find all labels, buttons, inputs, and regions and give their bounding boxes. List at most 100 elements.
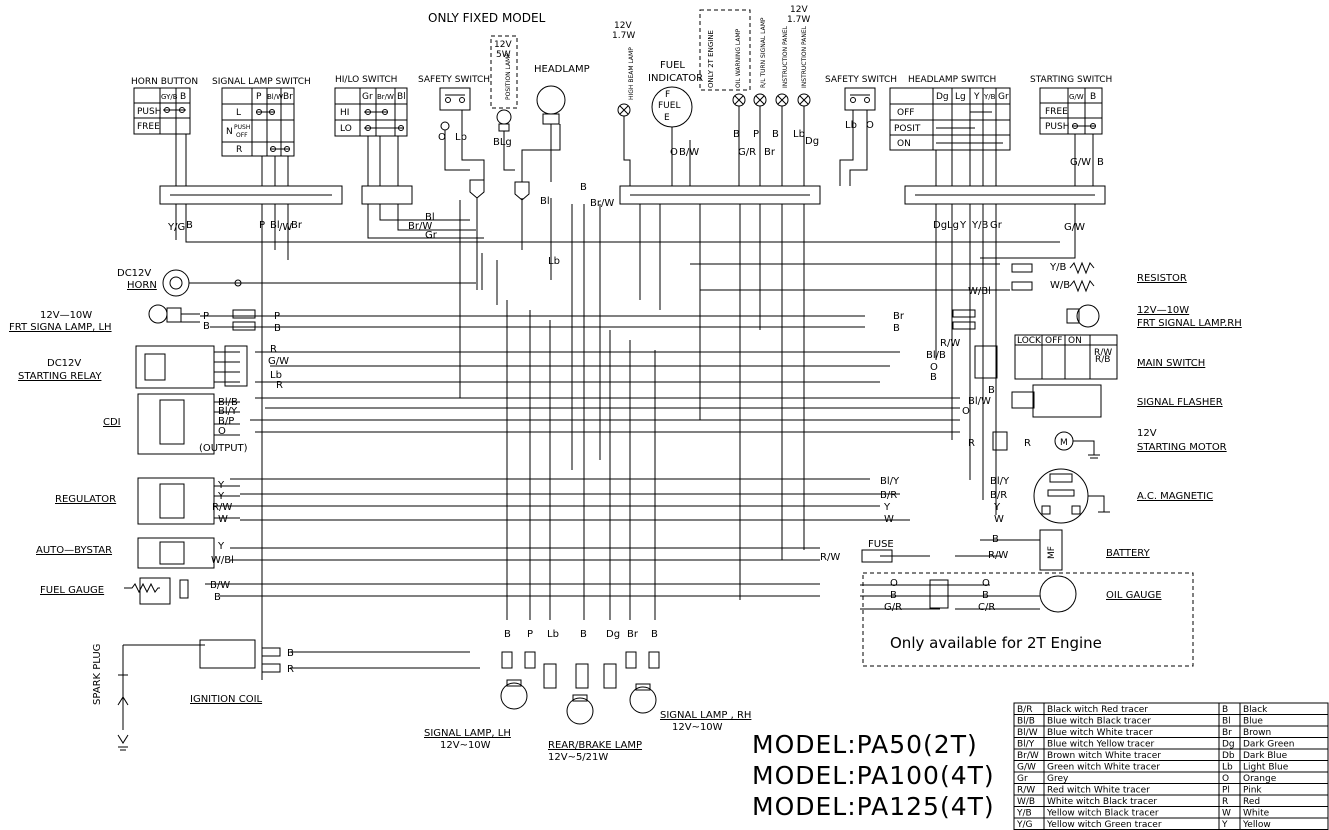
legend-code: Bl bbox=[1222, 717, 1231, 727]
svg-text:R: R bbox=[1024, 438, 1031, 449]
svg-text:Dg: Dg bbox=[936, 92, 949, 102]
svg-text:12V—10W: 12V—10W bbox=[1137, 305, 1189, 316]
svg-text:P: P bbox=[256, 92, 262, 102]
svg-text:B: B bbox=[504, 629, 511, 640]
svg-text:B: B bbox=[992, 534, 999, 545]
svg-text:R/L TURN SIGNAL LAMP: R/L TURN SIGNAL LAMP bbox=[760, 17, 767, 88]
svg-text:GY/B: GY/B bbox=[161, 93, 178, 101]
svg-text:B/R: B/R bbox=[880, 490, 897, 501]
svg-text:Lg: Lg bbox=[955, 92, 966, 102]
svg-text:Bl/B: Bl/B bbox=[218, 397, 238, 408]
svg-text:B: B bbox=[180, 92, 186, 102]
svg-text:FRT SIGNAL LAMP.RH: FRT SIGNAL LAMP.RH bbox=[1137, 318, 1242, 329]
legend-color: Brown bbox=[1243, 728, 1271, 738]
resistor: RESISTOR Y/B W/B W/Bl bbox=[968, 261, 1187, 297]
svg-text:12V~10W: 12V~10W bbox=[672, 722, 723, 733]
svg-text:HIGH BEAM LAMP: HIGH BEAM LAMP bbox=[628, 47, 635, 100]
fuel-indicator: FUEL INDICATOR FUEL F E O B/W bbox=[648, 60, 703, 158]
high-beam-lamp: 12V 1.7W HIGH BEAM LAMP bbox=[612, 21, 635, 117]
svg-text:R: R bbox=[236, 145, 242, 155]
legend-code: G/W bbox=[1017, 763, 1036, 773]
svg-text:STARTING RELAY: STARTING RELAY bbox=[18, 371, 102, 382]
svg-text:Br/W: Br/W bbox=[408, 221, 432, 232]
svg-text:RESISTOR: RESISTOR bbox=[1137, 273, 1187, 284]
svg-text:R/W: R/W bbox=[820, 552, 840, 563]
svg-text:B/P: B/P bbox=[218, 416, 234, 427]
horn-button-switch: HORN BUTTON GY/B B PUSH FREE bbox=[131, 77, 198, 135]
svg-text:R: R bbox=[270, 344, 277, 355]
svg-text:B: B bbox=[893, 323, 900, 334]
svg-text:OIL WARNING LAMP: OIL WARNING LAMP bbox=[735, 28, 742, 88]
svg-text:P: P bbox=[527, 629, 533, 640]
legend-code: Br/W bbox=[1017, 751, 1039, 761]
legend-code: Bl/B bbox=[1017, 717, 1035, 727]
only-2t-engine-panel: ONLY 2T ENGINE OIL WARNING LAMP R/L TURN… bbox=[699, 5, 819, 158]
svg-text:O: O bbox=[890, 578, 898, 589]
svg-text:P: P bbox=[753, 129, 759, 140]
svg-text:FRT SIGNA LAMP, LH: FRT SIGNA LAMP, LH bbox=[9, 322, 112, 333]
legend-description: Brown witch White tracer bbox=[1047, 751, 1161, 761]
svg-text:ON: ON bbox=[897, 139, 911, 149]
svg-text:Dg: Dg bbox=[805, 136, 819, 147]
svg-text:FUEL: FUEL bbox=[660, 60, 685, 71]
svg-text:Br/W: Br/W bbox=[590, 198, 614, 209]
svg-text:N: N bbox=[226, 127, 233, 137]
svg-text:SIGNAL FLASHER: SIGNAL FLASHER bbox=[1137, 397, 1223, 408]
legend-color: Dark Green bbox=[1243, 740, 1294, 750]
svg-text:BLg: BLg bbox=[493, 137, 512, 148]
legend-color: Dark Blue bbox=[1243, 751, 1288, 761]
svg-text:FUSE: FUSE bbox=[868, 539, 894, 550]
svg-text:W/Bl: W/Bl bbox=[968, 286, 991, 297]
cdi: CDI Bl/BBl/YB/PO (OUTPUT) bbox=[103, 393, 248, 455]
svg-text:FREE: FREE bbox=[1045, 107, 1068, 117]
model-list: MODEL:PA50(2T) MODEL:PA100(4T) MODEL:PA1… bbox=[752, 730, 994, 821]
svg-text:SIGNAL LAMP SWITCH: SIGNAL LAMP SWITCH bbox=[212, 77, 311, 87]
svg-text:Y: Y bbox=[959, 220, 967, 231]
svg-text:Lb: Lb bbox=[547, 629, 559, 640]
svg-text:Bl: Bl bbox=[425, 212, 435, 223]
svg-text:SAFETY SWITCH: SAFETY SWITCH bbox=[418, 75, 490, 85]
svg-text:POSITION LAMP: POSITION LAMP bbox=[505, 53, 512, 100]
svg-text:HORN BUTTON: HORN BUTTON bbox=[131, 77, 198, 87]
svg-text:Br: Br bbox=[283, 92, 293, 102]
svg-text:O: O bbox=[670, 147, 678, 158]
legend-color: Yellow bbox=[1242, 820, 1271, 830]
svg-text:B: B bbox=[982, 590, 989, 601]
svg-text:Y: Y bbox=[217, 491, 225, 502]
legend-description: Red witch White tracer bbox=[1047, 786, 1150, 796]
main-switch: MAIN SWITCH LOCK OFF ON R/WR/B R/WBl/BOB bbox=[926, 334, 1205, 383]
svg-text:B: B bbox=[1090, 92, 1096, 102]
svg-text:R/B: R/B bbox=[1095, 355, 1110, 365]
svg-text:B/R: B/R bbox=[990, 490, 1007, 501]
svg-text:R/W: R/W bbox=[1094, 348, 1112, 358]
svg-text:W/Bl: W/Bl bbox=[211, 555, 234, 566]
svg-text:12V: 12V bbox=[1137, 428, 1157, 439]
svg-text:MAIN SWITCH: MAIN SWITCH bbox=[1137, 358, 1205, 369]
svg-text:G/W: G/W bbox=[1070, 157, 1091, 168]
svg-text:G/W: G/W bbox=[1069, 93, 1084, 101]
legend-code: Y/B bbox=[1016, 809, 1032, 819]
svg-text:HORN: HORN bbox=[127, 280, 157, 291]
svg-text:C/R: C/R bbox=[978, 602, 995, 613]
svg-text:Lb: Lb bbox=[455, 132, 467, 143]
headlamp: HEADLAMP bbox=[534, 64, 590, 125]
svg-text:W: W bbox=[884, 514, 894, 525]
signal-flasher: SIGNAL FLASHER BBl/WO bbox=[962, 384, 1223, 418]
signal-lamp-rh: SIGNAL LAMP , RH 12V~10W bbox=[629, 683, 751, 733]
svg-text:Y/B: Y/B bbox=[1049, 262, 1066, 273]
svg-text:Bl/Y: Bl/Y bbox=[880, 476, 900, 487]
legend-code: Pl bbox=[1222, 786, 1230, 796]
svg-text:R/W: R/W bbox=[212, 502, 232, 513]
svg-text:E: E bbox=[664, 113, 670, 123]
front-signal-lamp-lh: 12V—10W FRT SIGNA LAMP, LH PB PB bbox=[9, 304, 281, 334]
wire-network bbox=[175, 106, 1094, 680]
svg-text:A.C. MAGNETIC: A.C. MAGNETIC bbox=[1137, 491, 1213, 502]
svg-text:Br: Br bbox=[291, 220, 303, 231]
svg-text:W/B: W/B bbox=[1050, 280, 1070, 291]
svg-text:Bl/W: Bl/W bbox=[968, 396, 991, 407]
legend-description: Blue witch Black tracer bbox=[1047, 717, 1151, 727]
legend-description: Green witch White tracer bbox=[1047, 763, 1160, 773]
svg-text:AUTO—BYSTAR: AUTO—BYSTAR bbox=[36, 545, 112, 556]
legend-description: Black witch Red tracer bbox=[1047, 705, 1148, 715]
